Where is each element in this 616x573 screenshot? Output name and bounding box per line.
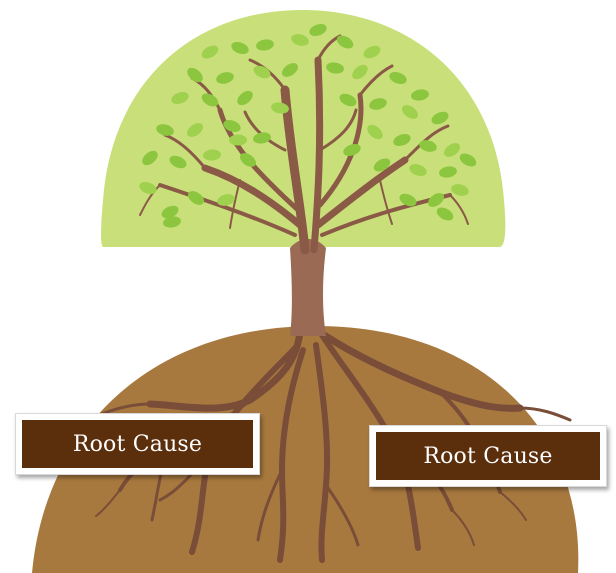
root-cause-label-left-box: Root Cause	[22, 420, 253, 468]
root-cause-label-left-text: Root Cause	[73, 432, 202, 457]
leaf	[229, 135, 247, 146]
root-cause-label-left: Root Cause	[15, 413, 260, 475]
root-cause-label-right: Root Cause	[369, 425, 607, 487]
tree-trunk	[290, 239, 326, 336]
root-cause-label-right-box: Root Cause	[376, 432, 600, 480]
root-cause-label-right-text: Root Cause	[423, 444, 552, 469]
